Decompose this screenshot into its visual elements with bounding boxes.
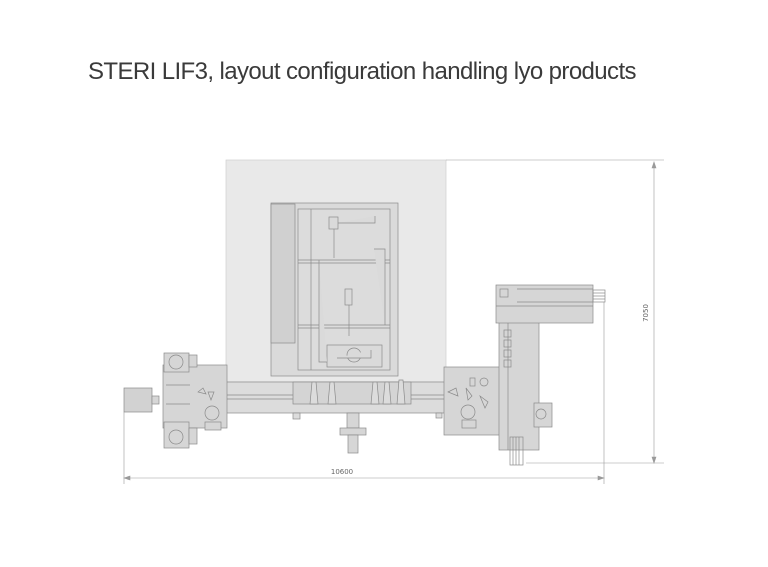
conveyor [224, 379, 447, 420]
right-outfeed-module [443, 284, 606, 466]
left-infeed-module [123, 352, 228, 449]
lyophilizer [270, 202, 399, 377]
center-stem [339, 412, 367, 454]
height-dimension-label: 7050 [642, 304, 650, 322]
dimension-lines [123, 159, 664, 484]
page-title: STERI LIF3, layout configuration handlin… [88, 58, 637, 85]
width-dimension-label: 10600 [331, 468, 353, 476]
